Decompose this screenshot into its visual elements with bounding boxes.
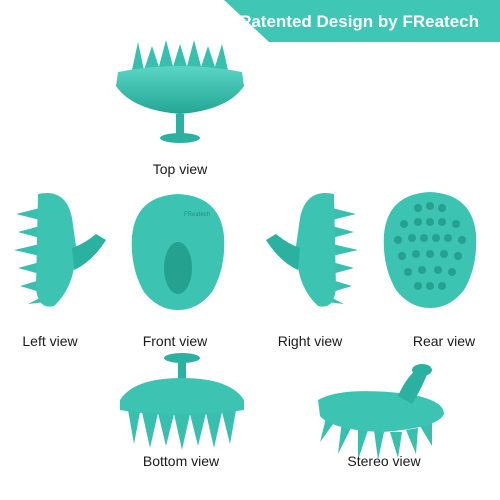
stereo-view-image (318, 364, 444, 460)
rear-view-image (383, 192, 477, 308)
left-view-caption: Left view (22, 333, 78, 349)
bottom-view-caption: Bottom view (142, 453, 220, 469)
bottom-view-image (120, 353, 244, 450)
right-view-caption: Right view (277, 333, 343, 349)
title-banner (224, 0, 500, 42)
svg-text:FReatech: FReatech (184, 212, 210, 218)
left-view-image (14, 193, 106, 307)
rear-view-caption: Rear view (412, 333, 476, 349)
front-view-image: FReatech (131, 194, 225, 310)
stereo-view-caption: Stereo view (347, 453, 421, 469)
right-view-image (266, 193, 358, 307)
banner-title: Patented Design by FReatech (240, 12, 480, 31)
top-view-caption: Top view (152, 161, 208, 177)
top-view-image (116, 40, 244, 143)
front-view-caption: Front view (142, 333, 208, 349)
